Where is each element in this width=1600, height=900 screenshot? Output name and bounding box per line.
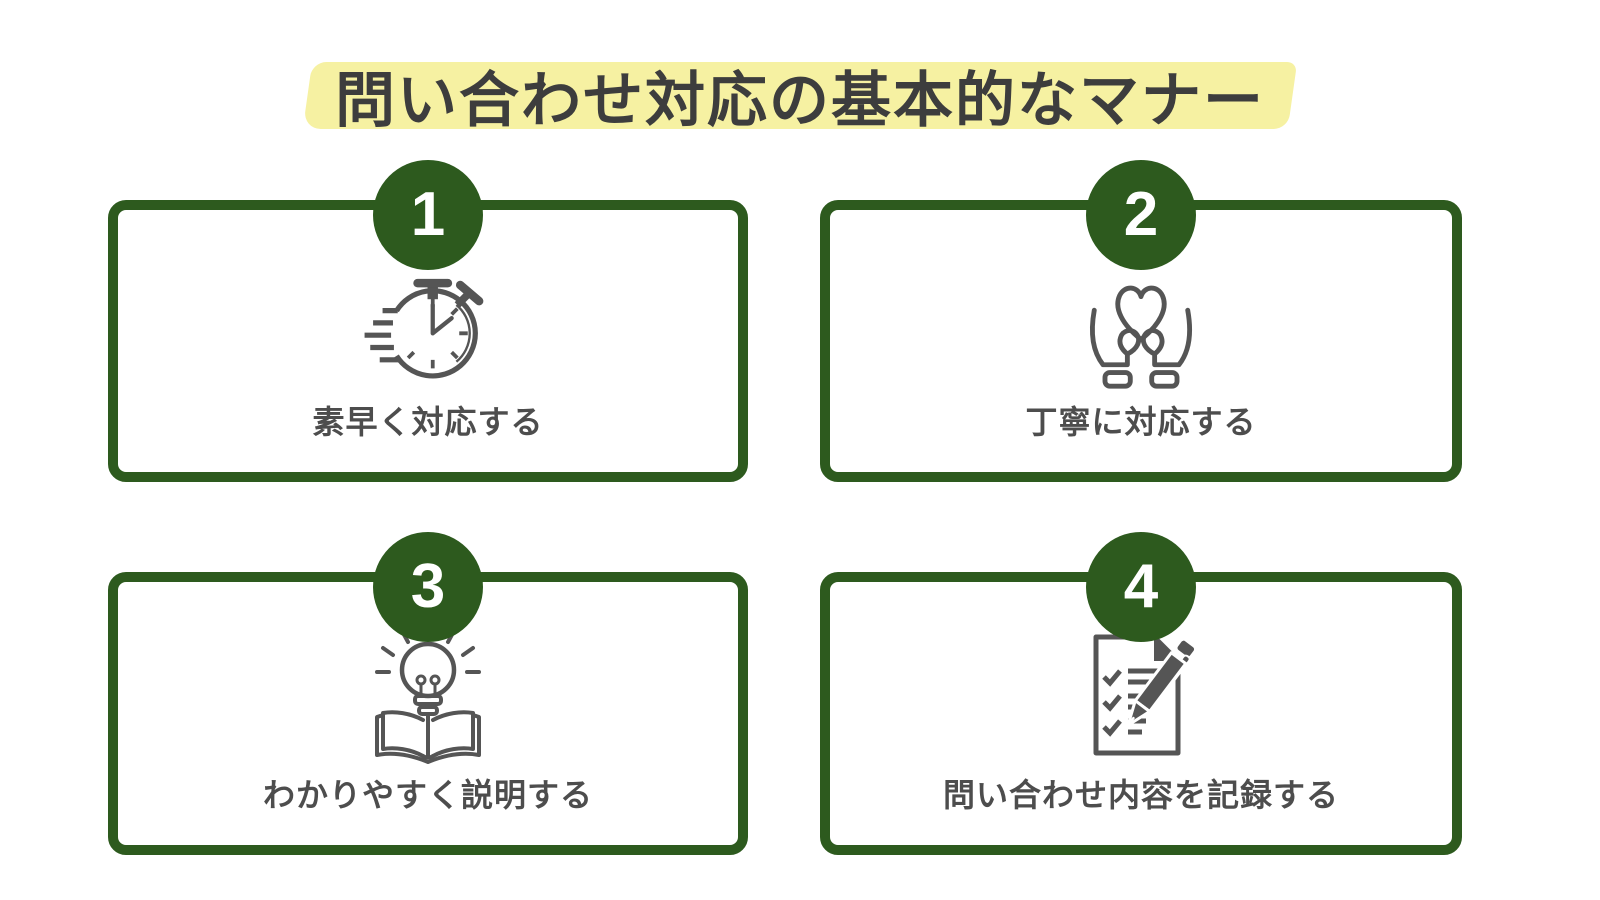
step-number-badge: 1	[373, 160, 483, 270]
step-number-badge: 3	[373, 532, 483, 642]
step-number: 3	[410, 552, 446, 621]
step-card-2: 2 丁寧に対応する	[820, 160, 1462, 482]
checklist-pen-icon	[1066, 617, 1216, 765]
step-number-badge: 2	[1086, 160, 1196, 270]
step-card-3: 3 わかり	[108, 532, 748, 855]
step-number: 2	[1123, 180, 1159, 249]
step-number-badge: 4	[1086, 532, 1196, 642]
step-card-4: 4 問い合わせ内容を記録する	[820, 532, 1462, 855]
hands-holding-heart-icon	[1066, 244, 1216, 392]
step-number: 1	[410, 180, 446, 249]
page-title-area: 問い合わせ対応の基本的なマナー	[0, 50, 1600, 140]
stopwatch-icon	[353, 244, 503, 392]
step-label: 素早く対応する	[312, 404, 544, 441]
step-label: 問い合わせ内容を記録する	[942, 777, 1339, 814]
step-label: 丁寧に対応する	[1025, 404, 1257, 441]
step-number: 4	[1123, 552, 1159, 621]
step-label: わかりやすく説明する	[262, 777, 593, 814]
page-title: 問い合わせ対応の基本的なマナー	[335, 66, 1265, 134]
step-card-1: 1 素早く対応する	[108, 160, 748, 482]
